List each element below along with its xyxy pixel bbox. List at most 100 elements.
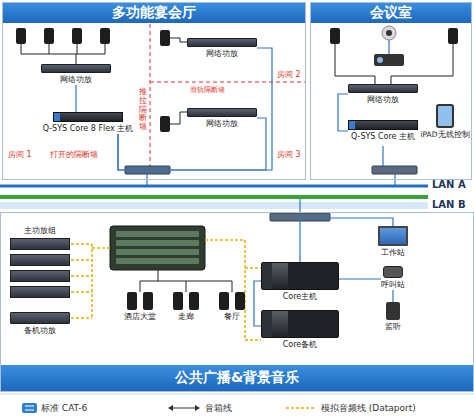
legend-text: 模拟音频线 (Dataport) <box>321 403 416 414</box>
device-label: 网络功放 <box>60 75 92 85</box>
dataport-line <box>205 240 261 340</box>
amplifier-icon <box>10 312 70 324</box>
matrix-row <box>116 249 199 255</box>
uplink-cable <box>394 174 395 186</box>
panel-fill <box>2 2 306 180</box>
device-label: 餐厅 <box>224 312 240 322</box>
projector-icon <box>374 54 404 66</box>
partition-line <box>150 82 305 83</box>
device-label: 工作站 <box>381 248 405 258</box>
amplifier-icon <box>41 64 111 73</box>
amplifier-icon <box>187 108 257 117</box>
matrix-row <box>116 231 199 237</box>
region-title: 公共广播&背景音乐 <box>175 369 299 387</box>
dataport-line <box>71 291 92 293</box>
matrix-row <box>116 258 199 264</box>
dataport-line <box>91 244 93 318</box>
device-label: iPAD无线控制 <box>420 130 469 140</box>
dataport-line <box>71 243 92 245</box>
dataport-line <box>92 247 110 249</box>
speaker-wire <box>49 44 50 54</box>
speaker-icon <box>448 28 458 44</box>
matrix-row <box>116 240 199 246</box>
device-label: 呼叫站 <box>381 280 405 290</box>
device-node: Q-SYS Core 主机 <box>348 120 418 142</box>
speaker-icon <box>219 292 229 310</box>
panel-fill <box>310 2 472 180</box>
speaker-wire <box>170 38 187 42</box>
arrow-head <box>195 405 200 411</box>
panel-fill <box>0 212 474 392</box>
call-station-icon <box>383 266 403 278</box>
amplifier-icon <box>10 270 70 282</box>
amplifier-icon <box>10 286 70 298</box>
device-label: 酒店大堂 <box>124 312 156 322</box>
speaker-wire <box>140 281 141 292</box>
arrow-head <box>168 405 173 411</box>
cat6-sample-line <box>25 410 34 411</box>
lan-a-line <box>0 185 428 188</box>
amplifier-stack <box>10 238 70 298</box>
amplifier-icon <box>10 254 70 266</box>
speaker-wire-sample <box>170 408 198 409</box>
device-node: 酒店大堂 <box>124 292 156 322</box>
speaker-icon <box>44 28 54 44</box>
device-label: 备机功放 <box>24 326 56 336</box>
device-node: 备机功放 <box>10 312 70 336</box>
uplink-cable <box>299 199 300 213</box>
speaker-wire <box>21 44 22 54</box>
dataport-line <box>71 317 92 319</box>
camera-cable <box>388 40 389 54</box>
device-node: 网络功放 <box>187 38 257 59</box>
device-node: 监听 <box>385 302 401 332</box>
device-node: Core备机 <box>261 310 339 350</box>
speaker-wire <box>186 281 187 292</box>
network-cable <box>339 278 381 279</box>
region-title: 会议室 <box>370 4 412 22</box>
room-note: 打开的隔断墙 <box>50 150 98 160</box>
legend-ground <box>0 393 474 420</box>
cat6-sample-line <box>25 406 34 407</box>
switch-cable <box>382 146 383 166</box>
partition-line <box>150 24 151 168</box>
rack-unit-icon <box>261 310 339 338</box>
device-node: 呼叫站 <box>381 266 405 290</box>
speaker-wire <box>76 54 77 64</box>
room-note: 房间 2 <box>277 70 301 80</box>
device-label: Q-SYS Core 8 Flex 主机 <box>43 124 134 134</box>
region-panel: 公共广播&背景音乐主功放组备机功放酒店大堂走廊餐厅Core主机Core备机工作站… <box>0 212 474 392</box>
dataport-sample <box>286 407 316 409</box>
speaker-wire <box>232 281 233 292</box>
device-node: 餐厅 <box>219 292 245 322</box>
lan-band <box>0 202 428 209</box>
network-cable <box>75 85 76 112</box>
device-node: Core主机 <box>261 262 339 302</box>
header-band: 公共广播&背景音乐 <box>1 365 473 391</box>
device-node: 主功放组 <box>10 226 70 298</box>
device-label: Core备机 <box>283 340 318 350</box>
device-label: 监听 <box>385 322 401 332</box>
speaker-icon <box>173 292 183 310</box>
device-node: 网络功放 <box>41 64 111 85</box>
tablet-icon <box>436 104 454 128</box>
cat6-sample <box>22 403 37 413</box>
network-cable <box>392 290 393 302</box>
speaker-pair <box>219 292 245 310</box>
speaker-wire <box>170 112 187 124</box>
device-node: 网络功放 <box>348 84 418 105</box>
network-label: LAN B <box>432 199 466 211</box>
speaker-pair <box>173 292 199 310</box>
device-label: 网络功放 <box>367 95 399 105</box>
speaker-wire <box>21 54 105 55</box>
dataport-line <box>71 275 92 277</box>
room-note: 房间 1 <box>8 150 32 160</box>
network-switch <box>372 166 417 174</box>
monitor-speaker-icon <box>386 302 400 320</box>
network-cable <box>338 94 348 131</box>
vertical-note: 推拉隔断墙 <box>139 88 147 132</box>
amplifier-icon <box>348 84 418 93</box>
device-node: 网络功放 <box>187 108 257 129</box>
network-label: LAN A <box>432 179 466 191</box>
speaker-icon <box>330 28 340 44</box>
